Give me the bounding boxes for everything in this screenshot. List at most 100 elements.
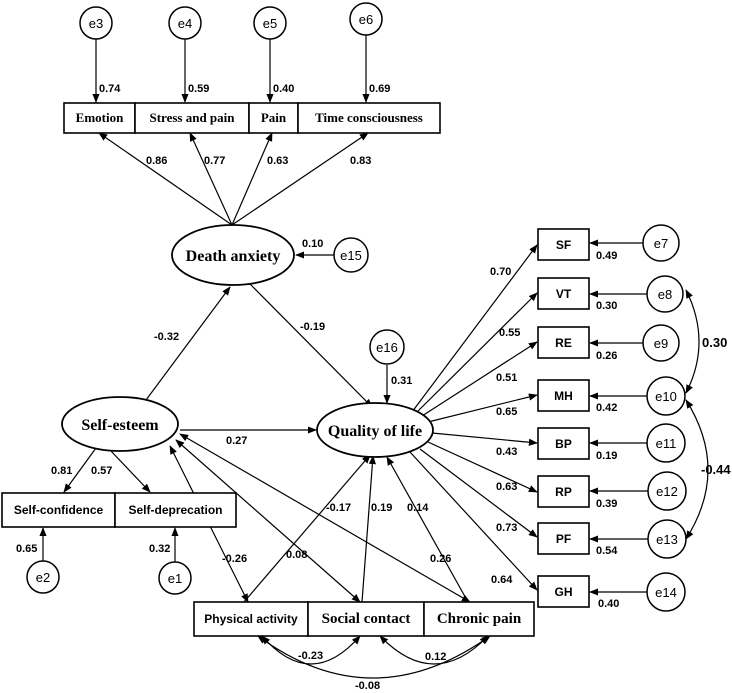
coefficients: 0.74 0.59 0.40 0.69 0.86 0.77 0.63 0.83 … bbox=[16, 83, 731, 692]
path-da-qol bbox=[249, 283, 373, 408]
box-pain-label: Pain bbox=[261, 110, 287, 125]
coef-pa-sc: -0.23 bbox=[298, 650, 323, 662]
coef-rp: 0.63 bbox=[496, 481, 517, 493]
error-e7-label: e7 bbox=[654, 236, 668, 251]
coef-re: 0.51 bbox=[496, 372, 517, 384]
path-sc-qol bbox=[361, 455, 376, 603]
coef-deprecation: 0.57 bbox=[91, 465, 112, 477]
coef-vt: 0.55 bbox=[499, 327, 520, 339]
error-e2 bbox=[26, 560, 60, 594]
box-rp-label: RP bbox=[555, 485, 572, 499]
error-e15-label: e15 bbox=[340, 248, 362, 263]
error-e11 bbox=[646, 423, 686, 463]
coef-cov-e8-e10: 0.30 bbox=[702, 335, 727, 350]
error-e1-label: e1 bbox=[168, 571, 182, 586]
path-da-time bbox=[231, 132, 369, 226]
coef-e14: 0.40 bbox=[598, 598, 619, 610]
box-stress-pain-label: Stress and pain bbox=[149, 110, 235, 125]
error-e13-label: e13 bbox=[656, 532, 678, 547]
coef-e13: 0.54 bbox=[596, 545, 618, 557]
coef-e6: 0.69 bbox=[369, 83, 390, 95]
box-bp-label: BP bbox=[555, 437, 572, 451]
box-time-consciousness bbox=[297, 102, 441, 134]
latent-death-anxiety-label: Death anxiety bbox=[186, 248, 281, 265]
path-se-deprecation bbox=[109, 449, 151, 493]
coef-pa-cp: -0.08 bbox=[355, 680, 380, 692]
path-qol-sf bbox=[411, 244, 538, 413]
coef-sc-cp: 0.12 bbox=[425, 651, 446, 663]
coef-e12: 0.39 bbox=[596, 498, 617, 510]
box-re bbox=[537, 326, 590, 359]
coef-cov-e10-e13: -0.44 bbox=[701, 462, 731, 477]
coef-e7: 0.49 bbox=[596, 250, 617, 262]
box-emotion bbox=[63, 102, 136, 134]
error-e4-label: e4 bbox=[178, 16, 192, 31]
death-anxiety-indicators: Emotion Stress and pain Pain Time consci… bbox=[63, 102, 441, 134]
error-e8-label: e8 bbox=[658, 287, 672, 302]
box-sf bbox=[537, 228, 590, 261]
box-time-label: Time consciousness bbox=[315, 110, 423, 125]
box-chronic-pain-label: Chronic pain bbox=[437, 611, 522, 627]
coef-e1: 0.32 bbox=[149, 543, 170, 555]
path-qol-gh bbox=[409, 451, 538, 591]
coef-e9: 0.26 bbox=[596, 350, 617, 362]
coef-bp: 0.43 bbox=[496, 446, 517, 458]
box-self-deprecation bbox=[114, 492, 237, 528]
box-vt-label: VT bbox=[556, 287, 572, 301]
error-e8 bbox=[646, 275, 684, 313]
coef-pa-qol: -0.17 bbox=[326, 502, 351, 514]
box-chronic-pain bbox=[423, 601, 535, 637]
path-qol-bp bbox=[431, 432, 538, 446]
box-pain bbox=[248, 102, 299, 134]
self-esteem-indicators: Self-confidence Self-deprecation bbox=[1, 492, 237, 528]
error-e4 bbox=[168, 6, 202, 40]
error-e6 bbox=[349, 2, 383, 36]
cov-e10-e13 bbox=[685, 399, 709, 540]
coef-emotion: 0.86 bbox=[146, 155, 167, 167]
error-e9-label: e9 bbox=[654, 336, 668, 351]
path-pa-qol bbox=[243, 454, 371, 603]
path-qol-mh bbox=[427, 393, 538, 423]
error-e10-label: e10 bbox=[655, 389, 677, 404]
error-e5-label: e5 bbox=[263, 16, 277, 31]
path-cp-se bbox=[179, 433, 471, 603]
box-re-label: RE bbox=[555, 336, 572, 350]
box-physical-activity-label: Physical activity bbox=[204, 612, 298, 626]
error-e14-label: e14 bbox=[655, 585, 677, 600]
error-e3-label: e3 bbox=[89, 16, 103, 31]
box-sf-label: SF bbox=[556, 238, 571, 252]
coef-pf: 0.73 bbox=[496, 522, 517, 534]
coef-gh: 0.64 bbox=[491, 574, 513, 586]
path-qol-re bbox=[421, 341, 538, 417]
error-terms: e3 e4 e5 e6 e15 e16 e7 e8 e9 e10 e11 e12… bbox=[26, 2, 687, 612]
coef-se-da: -0.32 bbox=[154, 331, 179, 343]
box-self-confidence-label: Self-confidence bbox=[14, 503, 104, 517]
coef-e3: 0.74 bbox=[99, 83, 121, 95]
coef-pain: 0.63 bbox=[267, 155, 288, 167]
latent-quality-of-life bbox=[316, 402, 434, 458]
error-e6-label: e6 bbox=[359, 12, 373, 27]
coef-da-qol: -0.19 bbox=[300, 321, 325, 333]
qol-indicators: SF VT RE MH BP RP PF GH bbox=[537, 228, 590, 608]
latent-variables: Death anxiety Self-esteem Quality of lif… bbox=[61, 224, 434, 458]
error-e3 bbox=[79, 6, 113, 40]
coef-sc-qol: 0.19 bbox=[371, 502, 392, 514]
error-e11-label: e11 bbox=[656, 436, 677, 451]
box-pf bbox=[537, 522, 590, 555]
error-e9 bbox=[642, 324, 680, 362]
cov-e8-e10 bbox=[685, 289, 700, 394]
coef-e15: 0.10 bbox=[302, 238, 323, 250]
coef-confidence: 0.81 bbox=[51, 465, 72, 477]
coef-e11: 0.19 bbox=[596, 450, 617, 462]
path-se-da bbox=[145, 286, 231, 401]
box-social-contact bbox=[307, 601, 425, 637]
box-rp bbox=[537, 475, 590, 508]
path-da-pain bbox=[231, 132, 273, 226]
box-mh-label: MH bbox=[554, 389, 573, 403]
coef-time: 0.83 bbox=[350, 155, 371, 167]
coef-e5: 0.40 bbox=[273, 83, 294, 95]
path-da-stress bbox=[189, 132, 233, 226]
coef-pa-se: -0.26 bbox=[222, 553, 247, 565]
error-e12 bbox=[647, 471, 687, 511]
error-e15 bbox=[333, 237, 369, 273]
